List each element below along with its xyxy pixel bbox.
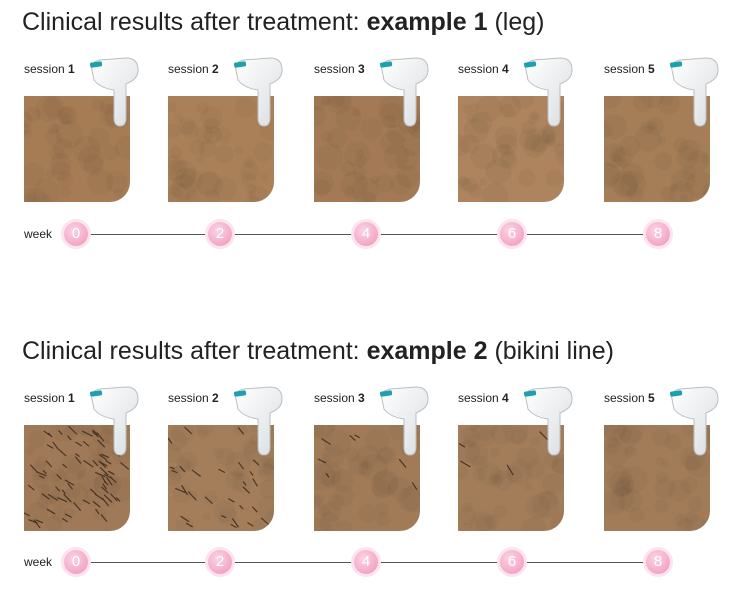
week-node: 8 (646, 222, 670, 246)
session-card: session 4 (458, 57, 588, 207)
ipl-device-icon (376, 56, 432, 132)
example-2-title: Clinical results after treatment: exampl… (22, 337, 614, 366)
week-node: 4 (354, 550, 378, 574)
ipl-device-icon (230, 385, 286, 461)
ipl-device-icon (86, 56, 142, 132)
skin-photo (604, 96, 710, 202)
session-number: 5 (648, 391, 655, 405)
session-label: session 2 (168, 391, 219, 405)
skin-photo (24, 425, 130, 531)
session-card: session 5 (604, 57, 734, 207)
skin-photo (604, 425, 710, 531)
session-label: session 4 (458, 62, 509, 76)
title-bold: example 1 (366, 8, 488, 36)
session-label: session 3 (314, 62, 365, 76)
session-label: session 5 (604, 391, 655, 405)
session-label: session 2 (168, 62, 219, 76)
session-label: session 1 (24, 62, 75, 76)
session-number: 2 (212, 391, 219, 405)
example-2: Clinical results after treatment: exampl… (0, 337, 746, 577)
ipl-device-icon (666, 56, 722, 132)
session-card: session 2 (168, 57, 298, 207)
session-label: session 5 (604, 62, 655, 76)
session-number: 1 (68, 62, 75, 76)
session-card: session 3 (314, 386, 444, 536)
session-card: session 1 (24, 386, 154, 536)
session-label-text: session (24, 391, 69, 405)
session-card: session 1 (24, 57, 154, 207)
session-label-text: session (168, 391, 213, 405)
week-node: 6 (500, 550, 524, 574)
session-label-text: session (604, 391, 649, 405)
skin-photo (24, 96, 130, 202)
skin-photo (458, 425, 564, 531)
week-node: 4 (354, 222, 378, 246)
ipl-device-icon (520, 56, 576, 132)
session-label-text: session (24, 62, 69, 76)
timeline: week 0 2 4 6 8 (0, 220, 746, 250)
week-node: 8 (646, 550, 670, 574)
title-bold: example 2 (366, 337, 488, 365)
session-card: session 2 (168, 386, 298, 536)
week-node: 2 (208, 550, 232, 574)
session-label: session 4 (458, 391, 509, 405)
session-label-text: session (458, 391, 503, 405)
title-suffix: (leg) (487, 8, 545, 36)
timeline: week 0 2 4 6 8 (0, 548, 746, 578)
week-label: week (24, 555, 53, 569)
session-card: session 4 (458, 386, 588, 536)
session-number: 1 (68, 391, 75, 405)
session-number: 4 (502, 391, 509, 405)
session-label-text: session (314, 391, 359, 405)
title-suffix: (bikini line) (487, 337, 614, 365)
week-node: 6 (500, 222, 524, 246)
session-label-text: session (168, 62, 213, 76)
session-card: session 3 (314, 57, 444, 207)
week-node: 0 (64, 550, 88, 574)
skin-photo (168, 425, 274, 531)
session-label-text: session (458, 62, 503, 76)
session-label-text: session (314, 62, 359, 76)
skin-photo (314, 425, 420, 531)
ipl-device-icon (86, 385, 142, 461)
session-number: 2 (212, 62, 219, 76)
session-number: 4 (502, 62, 509, 76)
ipl-device-icon (666, 385, 722, 461)
week-node: 0 (64, 222, 88, 246)
skin-photo (458, 96, 564, 202)
example-1-title: Clinical results after treatment: exampl… (22, 8, 544, 37)
session-card: session 5 (604, 386, 734, 536)
skin-photo (168, 96, 274, 202)
week-label: week (24, 227, 53, 241)
title-prefix: Clinical results after treatment: (22, 337, 367, 365)
ipl-device-icon (230, 56, 286, 132)
session-label: session 1 (24, 391, 75, 405)
session-label: session 3 (314, 391, 365, 405)
ipl-device-icon (376, 385, 432, 461)
skin-photo (314, 96, 420, 202)
session-number: 3 (358, 391, 365, 405)
session-number: 5 (648, 62, 655, 76)
example-1: Clinical results after treatment: exampl… (0, 8, 746, 248)
title-prefix: Clinical results after treatment: (22, 8, 367, 36)
session-label-text: session (604, 62, 649, 76)
session-number: 3 (358, 62, 365, 76)
ipl-device-icon (520, 385, 576, 461)
week-node: 2 (208, 222, 232, 246)
